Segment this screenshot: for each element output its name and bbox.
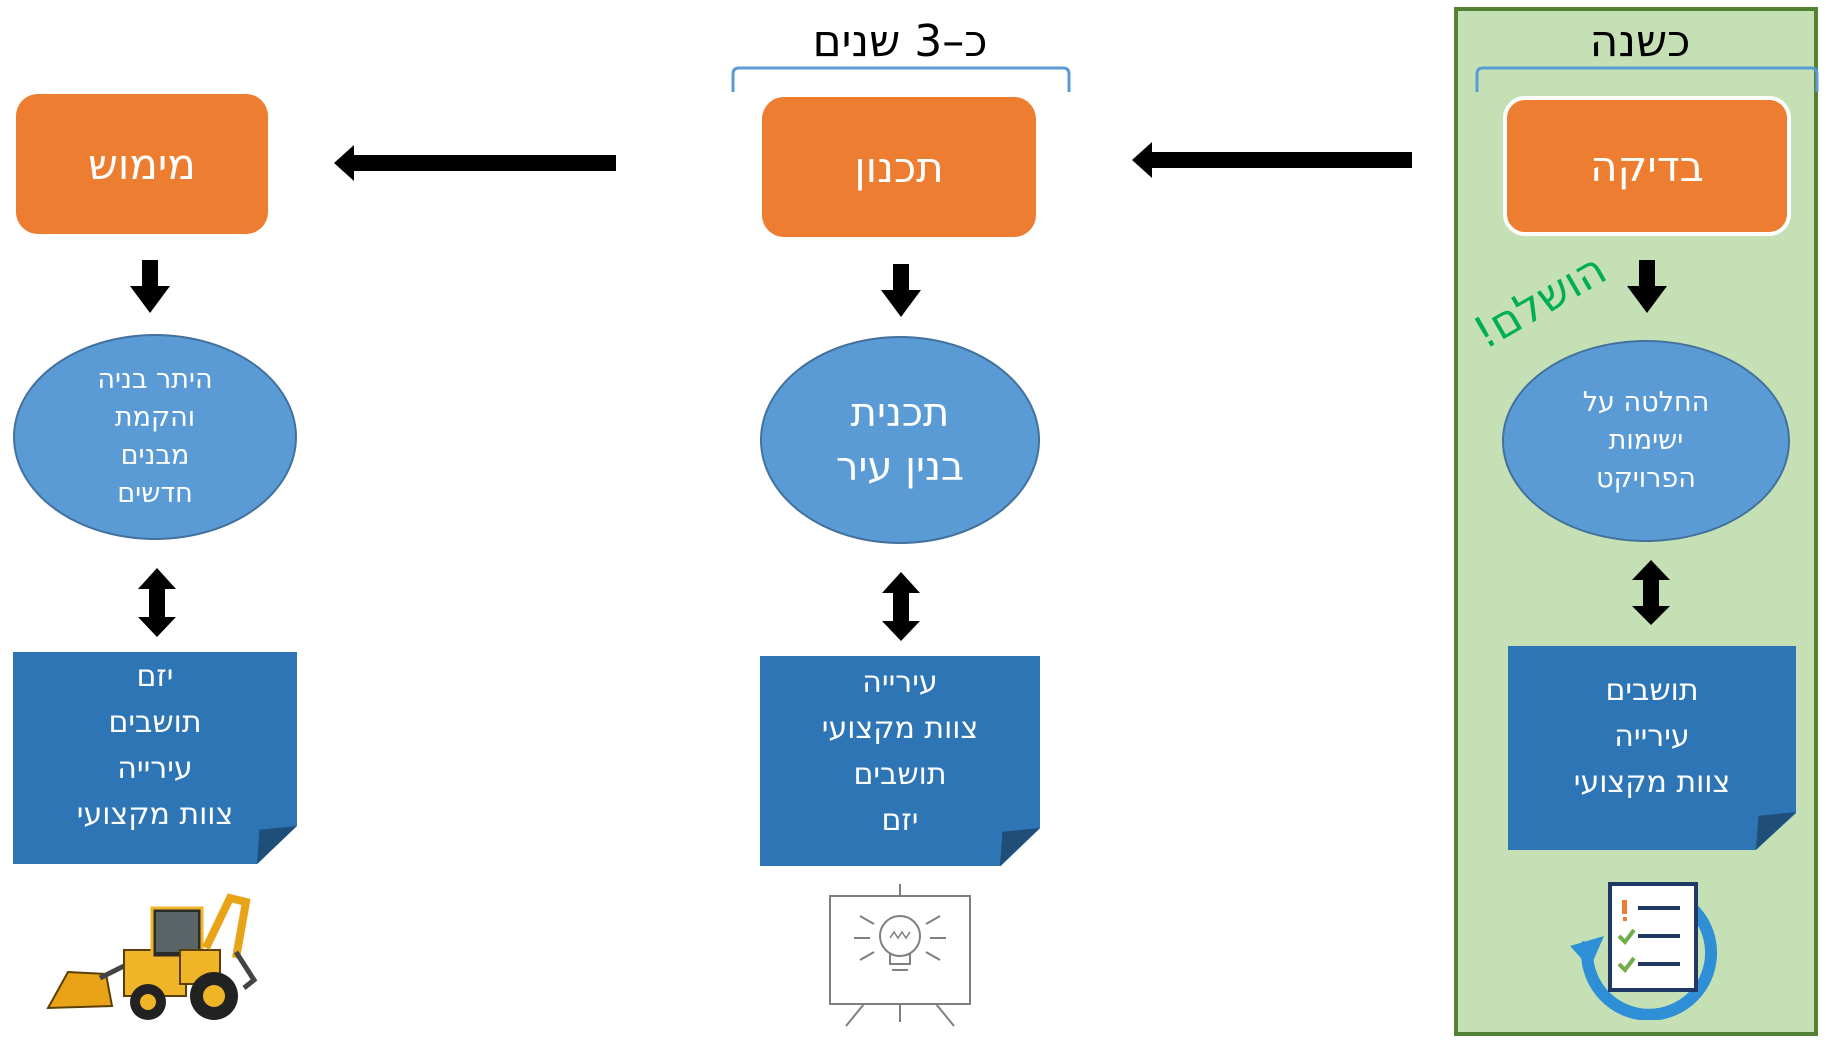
left-arrow-icon <box>334 145 616 181</box>
stage-box-planning[interactable]: תכנון <box>762 97 1036 237</box>
stage-box-implementation[interactable]: מימוש <box>16 94 268 234</box>
stakeholders-note-implementation: יזם תושבים עירייה צוות מקצועי <box>13 652 297 864</box>
stage-box-label: מימוש <box>88 139 196 189</box>
stage-ellipse-implementation: היתר בניה והקמת מבנים חדשים <box>13 334 297 540</box>
stage-ellipse-planning: תכנית בנין עיר <box>760 336 1040 544</box>
ellipse-text: תכנית בנין עיר <box>835 390 965 490</box>
bracket-check <box>1475 66 1819 92</box>
double-arrow-icon <box>1632 560 1670 625</box>
down-arrow-icon <box>130 260 170 313</box>
down-arrow-icon <box>881 264 921 317</box>
checklist-cycle-icon <box>1570 882 1718 1020</box>
bracket-planning <box>731 66 1071 92</box>
stage-box-label: תכנון <box>854 142 944 192</box>
down-arrow-icon <box>1627 260 1667 313</box>
double-arrow-icon <box>882 572 920 641</box>
backhoe-loader-icon <box>46 893 258 1020</box>
ellipse-text: החלטה על ישימות הפרויקט <box>1582 387 1710 494</box>
ellipse-text: היתר בניה והקמת מבנים חדשים <box>97 364 213 509</box>
stage-duration-check: כשנה <box>1589 16 1691 67</box>
stakeholders-note-planning: עירייה צוות מקצועי תושבים יזם <box>760 656 1040 866</box>
note-fold <box>257 826 297 864</box>
double-arrow-icon <box>138 568 176 637</box>
stage-box-check[interactable]: בדיקה <box>1503 96 1791 236</box>
left-arrow-icon <box>1132 142 1412 178</box>
stage-box-label: בדיקה <box>1590 141 1704 191</box>
lightbulb-presentation-icon <box>829 884 971 1027</box>
stage-duration-planning: כ–3 שנים <box>812 16 988 67</box>
stakeholders-note-check: תושבים עירייה צוות מקצועי <box>1508 646 1796 850</box>
stage-ellipse-check: החלטה על ישימות הפרויקט <box>1502 340 1790 542</box>
